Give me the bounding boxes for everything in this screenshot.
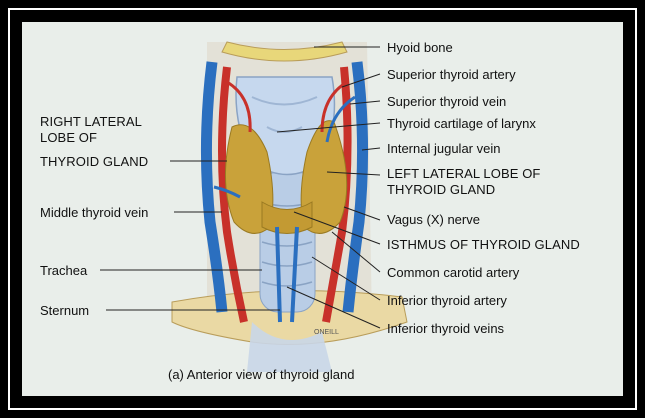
figure-caption: (a) Anterior view of thyroid gland (168, 367, 354, 382)
diagram-canvas: ONEILL Hyoid bone Superior thyroid arter… (22, 22, 623, 396)
label-thyroid-cartilage: Thyroid cartilage of larynx (387, 116, 536, 131)
label-vagus-nerve: Vagus (X) nerve (387, 212, 480, 227)
label-superior-thyroid-artery: Superior thyroid artery (387, 67, 516, 82)
label-common-carotid-artery: Common carotid artery (387, 265, 519, 280)
label-hyoid-bone: Hyoid bone (387, 40, 453, 55)
label-middle-thyroid-vein: Middle thyroid vein (40, 205, 148, 220)
label-isthmus: ISTHMUS OF THYROID GLAND (387, 237, 580, 252)
label-superior-thyroid-vein: Superior thyroid vein (387, 94, 506, 109)
label-right-lateral-lobe-line3: THYROID GLAND (40, 154, 148, 169)
label-inferior-thyroid-veins: Inferior thyroid veins (387, 321, 504, 336)
label-trachea: Trachea (40, 263, 87, 278)
label-inferior-thyroid-artery: Inferior thyroid artery (387, 293, 507, 308)
label-right-lateral-lobe-line2: LOBE OF (40, 130, 97, 145)
signature-mark: ONEILL (314, 329, 339, 336)
label-internal-jugular-vein: Internal jugular vein (387, 141, 500, 156)
label-left-lateral-lobe-line2: THYROID GLAND (387, 182, 495, 197)
label-right-lateral-lobe-line1: RIGHT LATERAL (40, 114, 142, 129)
label-sternum: Sternum (40, 303, 89, 318)
label-left-lateral-lobe-line1: LEFT LATERAL LOBE OF (387, 166, 540, 181)
